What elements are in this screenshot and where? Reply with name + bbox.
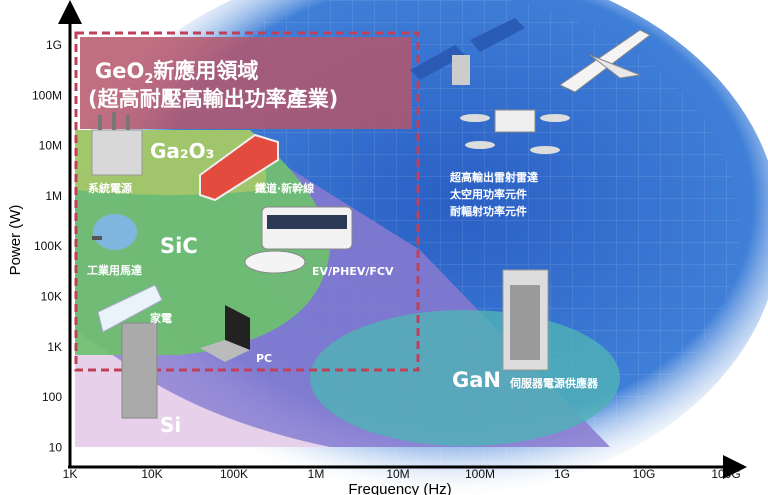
app-space3-label: 耐輻射功率元件	[450, 204, 527, 218]
x-tick-label: 100G	[711, 467, 740, 481]
x-tick-label: 100K	[220, 467, 248, 481]
y-tick-label: 100K	[34, 239, 62, 253]
x-tick-label: 10G	[633, 467, 656, 481]
x-tick-label: 10M	[386, 467, 409, 481]
app-space2-label: 太空用功率元件	[449, 187, 527, 201]
y-tick-label: 1M	[45, 189, 62, 203]
car-icon	[245, 251, 305, 273]
y-tick-label: 1K	[47, 340, 62, 354]
app-grid-label: 系統電源	[88, 181, 132, 195]
x-tick-label: 10K	[141, 467, 162, 481]
x-tick-label: 1M	[308, 467, 325, 481]
geo2-subtitle: (超高耐壓高輸出功率產業)	[88, 87, 338, 111]
y-tick-label: 10M	[39, 139, 62, 153]
app-pc-label: PC	[256, 352, 272, 365]
sic-label: SiC	[160, 234, 198, 258]
geo2-title: GeO2新應用領域	[95, 59, 258, 87]
storage-unit-icon	[122, 323, 157, 418]
app-rail-label: 鐵道·新幹線	[255, 181, 314, 195]
y-tick-label: 100	[42, 390, 62, 404]
x-tick-label: 1G	[554, 467, 570, 481]
bus-icon	[262, 207, 352, 249]
y-axis-label: Power (W)	[7, 205, 24, 276]
si-label: Si	[160, 413, 181, 437]
x-axis-label: Frequency (Hz)	[348, 481, 451, 495]
x-tick-label: 100M	[465, 467, 495, 481]
ga2o3-label: Ga₂O₃	[150, 139, 214, 163]
gan-label: GaN	[452, 368, 501, 392]
x-tick-label: 1K	[63, 467, 78, 481]
y-tick-label: 1G	[46, 38, 62, 52]
app-appliance-label: 家電	[150, 311, 172, 325]
y-tick-label: 10	[49, 440, 63, 454]
server-rack-icon	[503, 270, 548, 370]
y-tick-label: 10K	[41, 290, 62, 304]
app-motor-label: 工業用馬達	[87, 263, 142, 277]
app-server-label: 伺服器電源供應器	[509, 376, 599, 390]
y-tick-label: 100M	[32, 88, 62, 102]
app-ev-label: EV/PHEV/FCV	[312, 265, 394, 278]
app-space1-label: 超高輸出雷射雷達	[449, 170, 538, 184]
